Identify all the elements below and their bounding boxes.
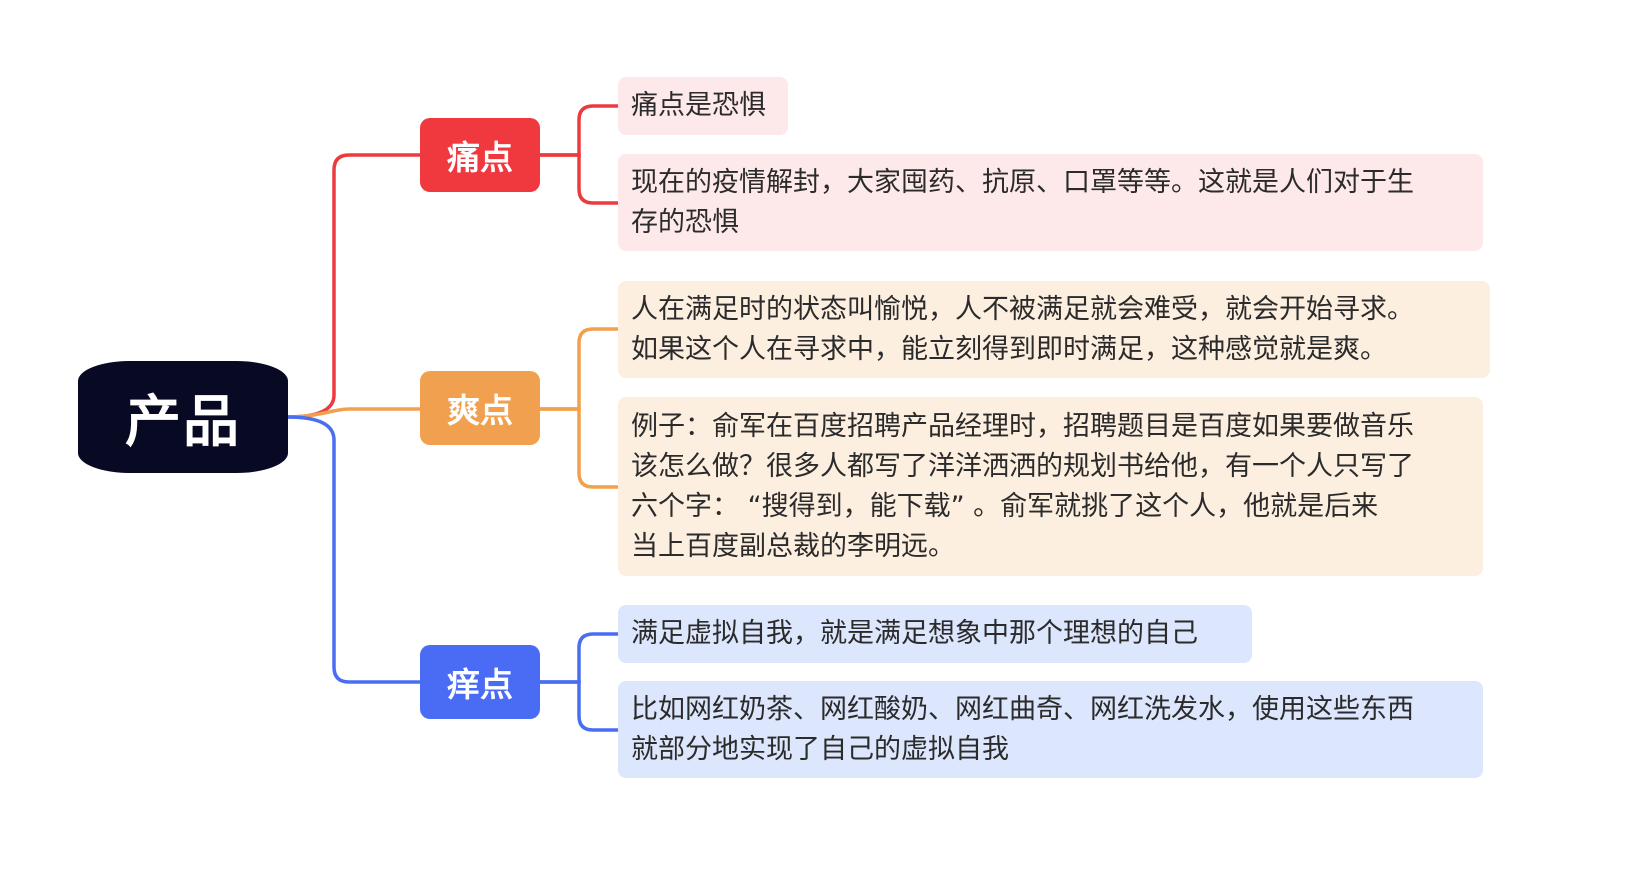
- leaf-pain-point-2: 现在的疫情解封，大家囤药、抗原、口罩等等。这就是人们对于生 存的恐惧: [618, 154, 1483, 251]
- leaf-pain-point-2-text: 现在的疫情解封，大家囤药、抗原、口罩等等。这就是人们对于生 存的恐惧: [631, 166, 1414, 238]
- leaf-itch-point-1-text: 满足虚拟自我，就是满足想象中那个理想的自己: [631, 618, 1198, 649]
- root-node: 产品: [78, 361, 288, 473]
- branch-pain-point-label: 痛点: [447, 138, 513, 177]
- connector-root-to-itch: [287, 415, 420, 684]
- leaf-itch-point-1: 满足虚拟自我，就是满足想象中那个理想的自己: [618, 605, 1252, 663]
- branch-pleasure-point-label: 爽点: [447, 391, 513, 430]
- connector-itch-to-leaf-2: [540, 680, 618, 732]
- leaf-pleasure-point-1-text: 人在满足时的状态叫愉悦，人不被满足就会难受，就会开始寻求。 如果这个人在寻求中，…: [631, 293, 1414, 365]
- branch-itch-point: 痒点: [420, 645, 540, 719]
- root-label: 产品: [125, 389, 241, 455]
- connector-pleasure-to-leaf-2: [540, 407, 618, 489]
- connector-itch-to-leaf-1: [540, 632, 618, 684]
- connector-pain-to-leaf-2: [540, 153, 618, 205]
- branch-itch-point-label: 痒点: [447, 665, 513, 704]
- leaf-pleasure-point-1: 人在满足时的状态叫愉悦，人不被满足就会难受，就会开始寻求。 如果这个人在寻求中，…: [618, 281, 1490, 378]
- leaf-pain-point-1: 痛点是恐惧: [618, 77, 788, 135]
- connector-pleasure-to-leaf-1: [540, 327, 618, 411]
- leaf-pain-point-1-text: 痛点是恐惧: [631, 90, 766, 121]
- connector-root-to-pleasure: [287, 407, 420, 419]
- leaf-pleasure-point-2-text: 例子：俞军在百度招聘产品经理时，招聘题目是百度如果要做音乐 该怎么做？很多人都写…: [631, 410, 1414, 562]
- connector-pain-to-leaf-1: [540, 104, 618, 157]
- leaf-itch-point-2-text: 比如网红奶茶、网红酸奶、网红曲奇、网红洗发水，使用这些东西 就部分地实现了自己的…: [631, 693, 1414, 765]
- leaf-pleasure-point-2: 例子：俞军在百度招聘产品经理时，招聘题目是百度如果要做音乐 该怎么做？很多人都写…: [618, 397, 1483, 576]
- branch-pain-point: 痛点: [420, 118, 540, 192]
- leaf-itch-point-2: 比如网红奶茶、网红酸奶、网红曲奇、网红洗发水，使用这些东西 就部分地实现了自己的…: [618, 681, 1483, 778]
- connector-root-to-pain: [287, 153, 420, 419]
- branch-pleasure-point: 爽点: [420, 371, 540, 445]
